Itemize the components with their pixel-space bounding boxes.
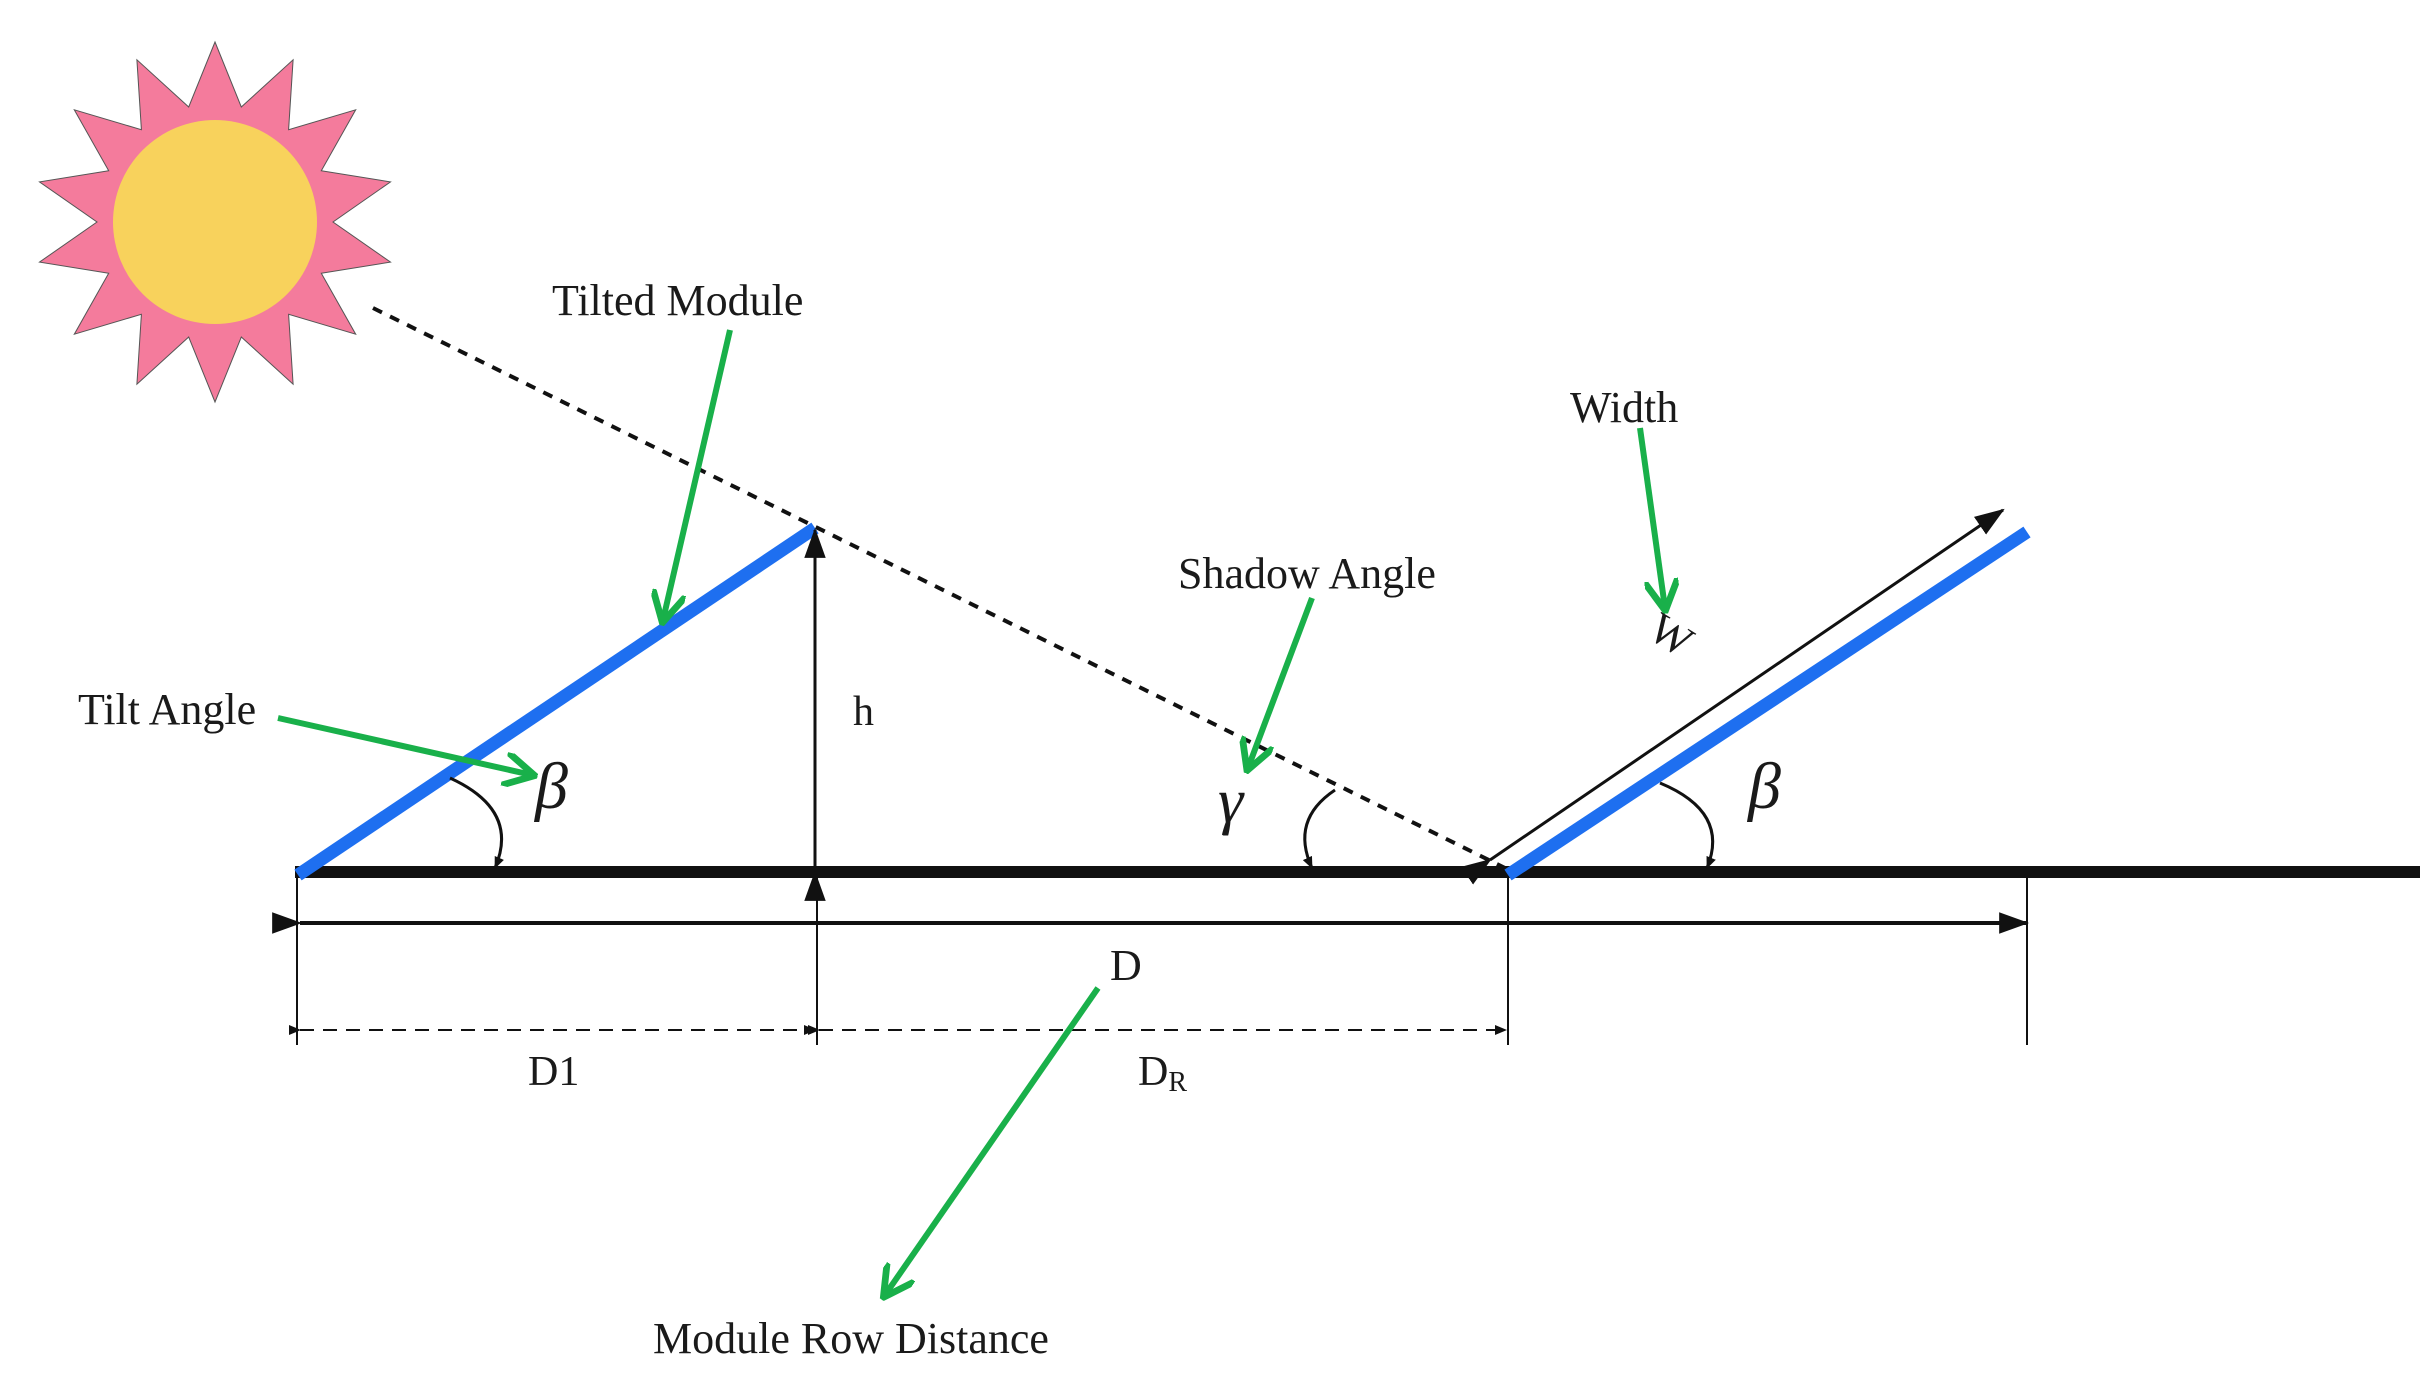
- width-arrow: [1460, 508, 2005, 885]
- tilt-angle-label: Tilt Angle: [78, 685, 256, 734]
- tilted-module-pointer: [663, 329, 733, 620]
- shadow-angle-pointer: [1248, 596, 1315, 768]
- tilt-angle-arc-front: [449, 776, 504, 869]
- sun-icon: [38, 40, 392, 404]
- width-w-label: W: [1641, 603, 1703, 667]
- tilt-angle-pointer: [277, 715, 532, 775]
- beta-front-symbol: β: [533, 750, 568, 823]
- dr-subscript: R: [1168, 1067, 1187, 1098]
- shadow-angle-label: Shadow Angle: [1178, 549, 1436, 598]
- height-label: h: [853, 689, 874, 735]
- tilted-module-label: Tilted Module: [552, 276, 803, 325]
- module-row-distance-pointer: [885, 986, 1101, 1295]
- width-label: Width: [1570, 383, 1678, 432]
- shadow-angle-arc: [1302, 788, 1336, 869]
- distance-d-label: D: [1110, 941, 1142, 990]
- d1-label: D1: [528, 1049, 579, 1095]
- front-tilted-module: [294, 522, 819, 881]
- rear-tilted-module: [1504, 526, 2031, 881]
- sun-core: [113, 120, 317, 324]
- dr-main: D: [1138, 1049, 1168, 1095]
- width-pointer: [1637, 427, 1665, 608]
- beta-rear-symbol: β: [1746, 750, 1781, 823]
- tilt-angle-arc-rear: [1659, 781, 1716, 869]
- gamma-symbol: γ: [1218, 765, 1245, 836]
- dr-label: DR: [1138, 1049, 1187, 1098]
- module-row-distance-label: Module Row Distance: [653, 1314, 1049, 1363]
- sun-ray-dashed-line: [372, 306, 1506, 870]
